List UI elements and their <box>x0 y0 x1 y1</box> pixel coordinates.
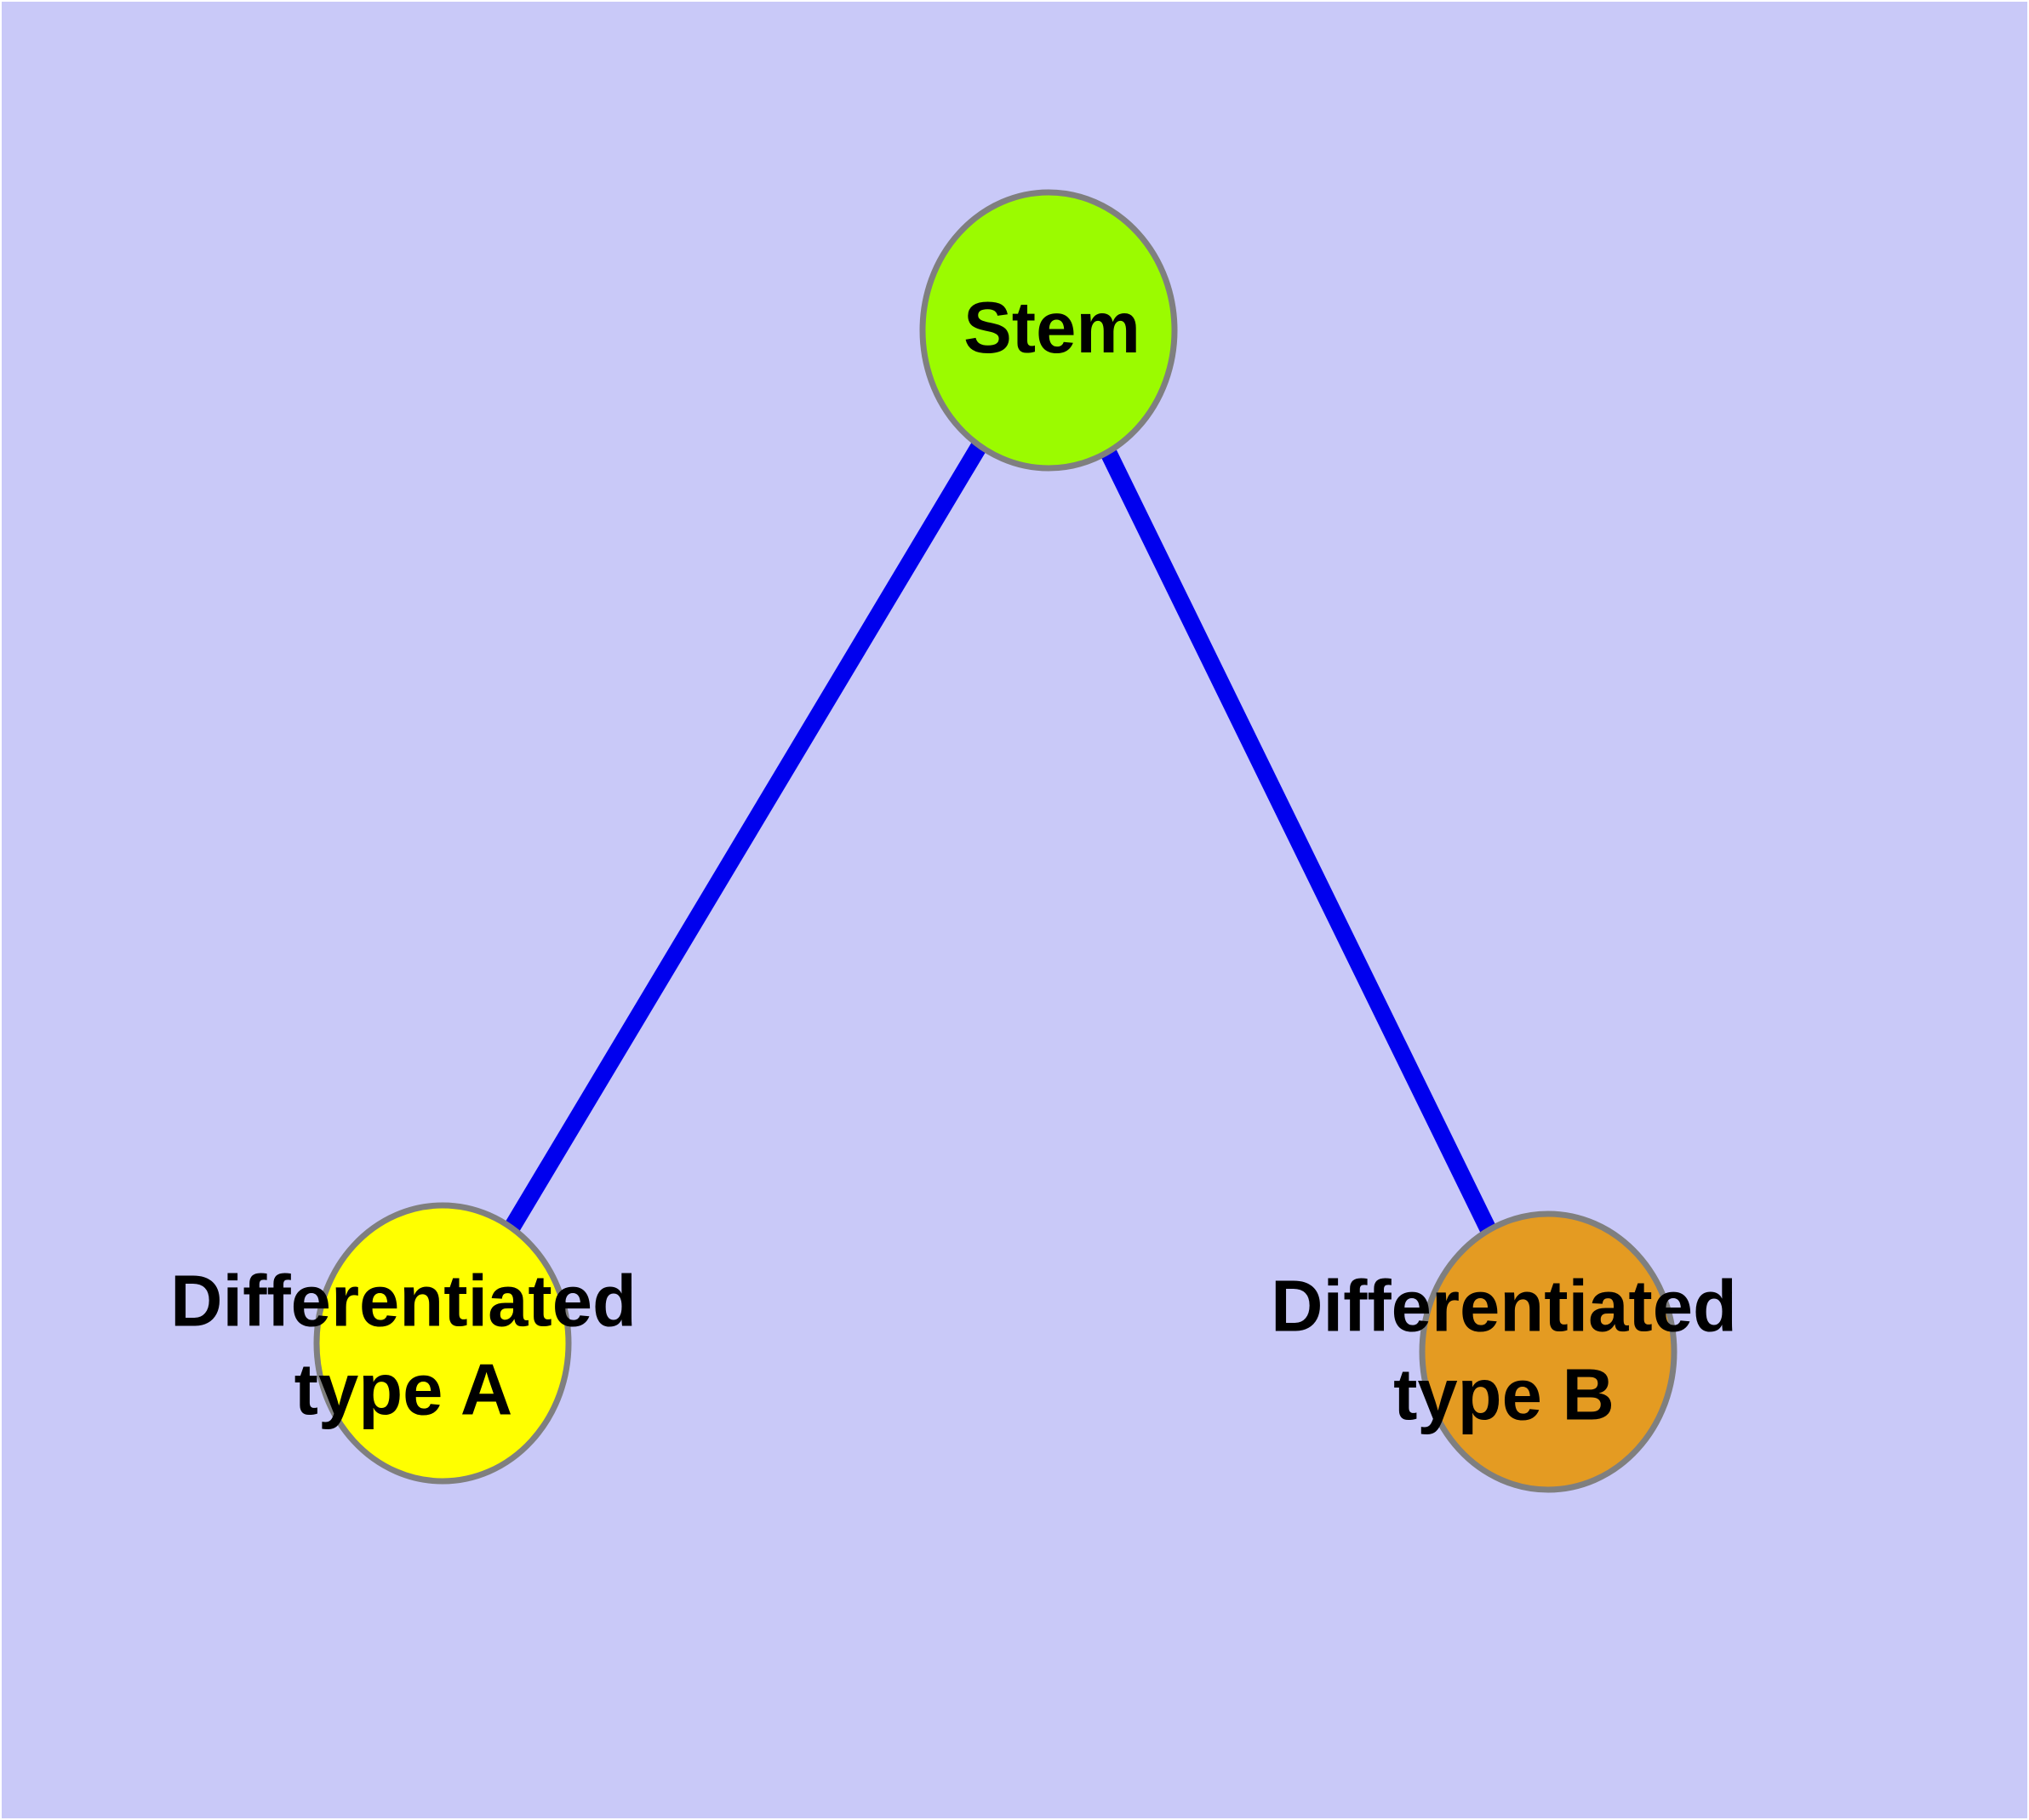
edge-stem-to-type-a <box>435 325 1056 1348</box>
edge-stem-to-type-b <box>1041 326 1556 1356</box>
node-stem <box>919 189 1178 472</box>
node-differentiated-type-b <box>1419 1210 1677 1493</box>
node-differentiated-type-a <box>313 1202 572 1485</box>
